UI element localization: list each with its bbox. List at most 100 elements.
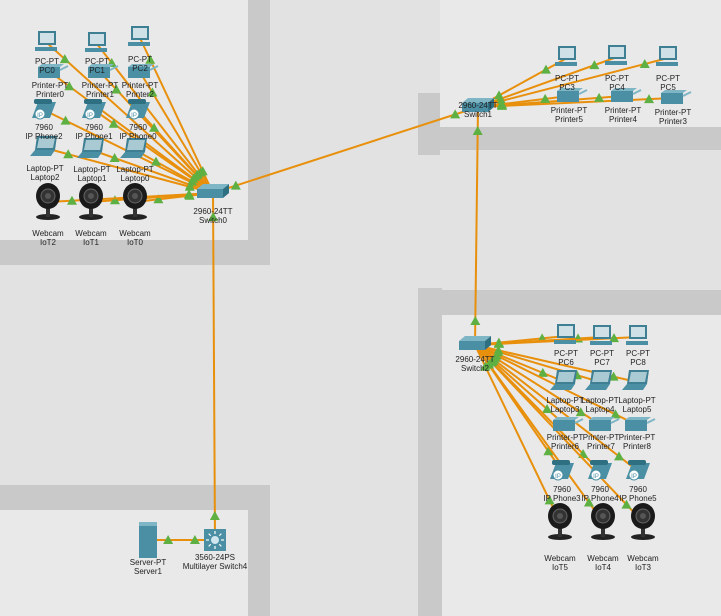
laptop-icon[interactable] bbox=[120, 138, 147, 158]
device-model: PC-PT bbox=[35, 57, 59, 66]
device-model: 2960-24TT bbox=[458, 101, 498, 110]
port-status-up-icon bbox=[63, 149, 74, 159]
cable[interactable] bbox=[212, 192, 216, 541]
printer-icon[interactable] bbox=[611, 88, 642, 102]
device-name: IoT0 bbox=[126, 238, 143, 247]
pc-icon[interactable] bbox=[605, 45, 627, 65]
device-name: Printer7 bbox=[586, 442, 615, 451]
phone-icon[interactable]: IP bbox=[82, 99, 106, 120]
cable[interactable] bbox=[44, 147, 214, 194]
link-sw1-sw2[interactable] bbox=[470, 106, 483, 346]
port-status-up-icon bbox=[544, 495, 555, 505]
pc-icon[interactable] bbox=[128, 26, 150, 46]
device-name: Laptop4 bbox=[585, 405, 615, 414]
pc-icon[interactable] bbox=[626, 325, 648, 345]
printer-icon[interactable] bbox=[661, 90, 692, 104]
pc-icon[interactable] bbox=[590, 325, 612, 345]
cable[interactable] bbox=[474, 344, 604, 523]
printer-icon[interactable] bbox=[88, 64, 119, 78]
printer-icon[interactable] bbox=[557, 88, 588, 102]
cable[interactable] bbox=[477, 57, 669, 108]
laptop-icon[interactable] bbox=[585, 370, 612, 390]
device-model: Webcam bbox=[75, 229, 107, 238]
phone-icon[interactable]: IP bbox=[126, 99, 150, 120]
pc-icon[interactable] bbox=[555, 46, 577, 66]
phone-icon[interactable]: IP bbox=[588, 460, 612, 481]
printer-icon[interactable] bbox=[589, 417, 620, 431]
port-status-up-icon bbox=[644, 94, 655, 104]
port-status-up-icon bbox=[163, 535, 174, 544]
wall bbox=[442, 290, 721, 315]
port-status-up-icon bbox=[208, 211, 219, 221]
device-name: Switch0 bbox=[198, 216, 227, 225]
cable[interactable] bbox=[139, 37, 214, 194]
laptop-icon[interactable] bbox=[30, 136, 57, 156]
device-name: IP Phone0 bbox=[119, 132, 157, 141]
printer-icon[interactable] bbox=[38, 64, 69, 78]
device-name: PC5 bbox=[660, 83, 676, 92]
port-status-up-icon bbox=[59, 54, 70, 64]
webcam-icon[interactable] bbox=[79, 183, 103, 220]
svg-text:IP: IP bbox=[555, 474, 561, 480]
link-sw0-sw1[interactable] bbox=[212, 106, 479, 194]
pc-icon[interactable] bbox=[85, 32, 107, 52]
link-sw0-lt2[interactable] bbox=[44, 147, 214, 194]
port-status-up-icon bbox=[184, 189, 195, 199]
cable[interactable] bbox=[474, 344, 566, 383]
port-status-up-icon bbox=[594, 92, 605, 102]
cable[interactable] bbox=[212, 106, 479, 194]
cable[interactable] bbox=[134, 149, 214, 194]
webcam-icon[interactable] bbox=[123, 183, 147, 220]
webcam-icon[interactable] bbox=[36, 183, 60, 220]
port-status-up-icon bbox=[147, 87, 158, 97]
device-name: Server1 bbox=[133, 567, 162, 576]
cable[interactable] bbox=[474, 344, 639, 472]
mlswitch-icon[interactable] bbox=[204, 529, 226, 551]
webcam-icon[interactable] bbox=[631, 503, 655, 540]
device-model: PC-PT bbox=[656, 74, 680, 83]
device-model: 2960-24TT bbox=[455, 355, 495, 364]
device-name: Laptop3 bbox=[550, 405, 580, 414]
printer-icon[interactable] bbox=[553, 417, 584, 431]
link-sw2-cam5[interactable] bbox=[474, 344, 561, 523]
link-srv1-msw4[interactable] bbox=[148, 535, 215, 544]
phone-icon[interactable]: IP bbox=[550, 460, 574, 481]
cable[interactable] bbox=[474, 106, 479, 346]
port-status-up-icon bbox=[472, 125, 483, 135]
laptop-icon[interactable] bbox=[77, 138, 104, 158]
printer-icon[interactable] bbox=[625, 417, 656, 431]
webcam-icon[interactable] bbox=[591, 503, 615, 540]
cable[interactable] bbox=[474, 344, 561, 523]
pc-icon[interactable] bbox=[554, 324, 576, 344]
wall bbox=[248, 485, 270, 616]
device-model: Printer-PT bbox=[654, 108, 692, 117]
port-status-up-icon bbox=[614, 451, 625, 461]
cable[interactable] bbox=[96, 43, 214, 194]
phone-icon[interactable]: IP bbox=[32, 99, 56, 120]
port-status-up-icon bbox=[621, 499, 632, 509]
cable[interactable] bbox=[474, 344, 644, 523]
pc-icon[interactable] bbox=[656, 46, 678, 66]
svg-text:IP: IP bbox=[631, 474, 637, 480]
laptop-icon[interactable] bbox=[622, 370, 649, 390]
switch-icon[interactable] bbox=[462, 98, 494, 112]
printer-icon[interactable] bbox=[128, 64, 159, 78]
switch-icon[interactable] bbox=[197, 184, 229, 198]
device-name: PC0 bbox=[39, 66, 55, 75]
device-name: Printer0 bbox=[35, 90, 64, 99]
switch-icon[interactable] bbox=[459, 336, 491, 350]
laptop-icon[interactable] bbox=[550, 370, 577, 390]
server-icon[interactable] bbox=[139, 522, 157, 558]
link-sw0-msw4[interactable] bbox=[208, 192, 220, 541]
phone-icon[interactable]: IP bbox=[626, 460, 650, 481]
pc-icon[interactable] bbox=[35, 31, 57, 51]
wall bbox=[440, 127, 721, 150]
webcam-icon[interactable] bbox=[548, 503, 572, 540]
